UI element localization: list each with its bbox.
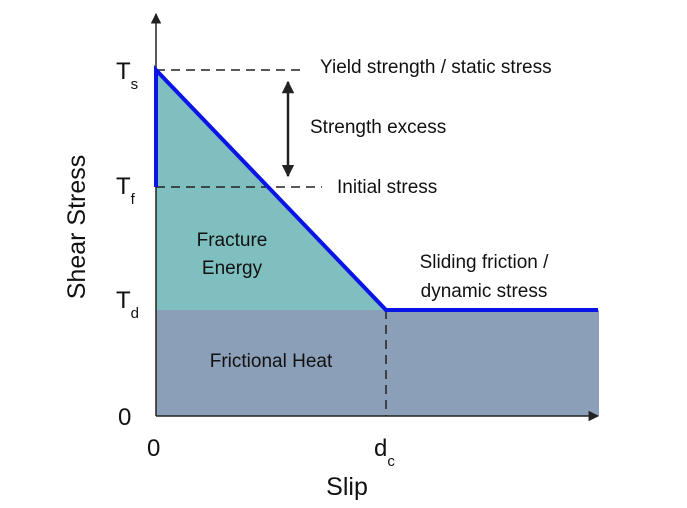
- fracture-label-line2: Energy: [202, 258, 263, 279]
- stress-slip-curve: [154, 65, 598, 312]
- yield-strength-label: Yield strength / static stress: [320, 57, 552, 78]
- y-tick-td: Td: [116, 287, 139, 322]
- y-tick-ts: Ts: [116, 58, 138, 93]
- fracture-label-line1: Fracture: [197, 230, 268, 251]
- y-origin-label: 0: [118, 404, 131, 431]
- frictional-heat-region: [156, 310, 599, 416]
- sliding-friction-label: Sliding friction /: [420, 252, 550, 273]
- x-tick-dc: dc: [374, 435, 395, 470]
- y-tick-tf: Tf: [116, 173, 136, 208]
- frictional-heat-label: Frictional Heat: [210, 351, 333, 372]
- x-origin-label: 0: [147, 435, 160, 462]
- initial-stress-label: Initial stress: [337, 177, 437, 198]
- y-axis-title: Shear Stress: [63, 155, 91, 300]
- x-axis-title: Slip: [326, 473, 368, 501]
- dynamic-stress-label: dynamic stress: [421, 281, 548, 302]
- strength-excess-label: Strength excess: [310, 117, 446, 138]
